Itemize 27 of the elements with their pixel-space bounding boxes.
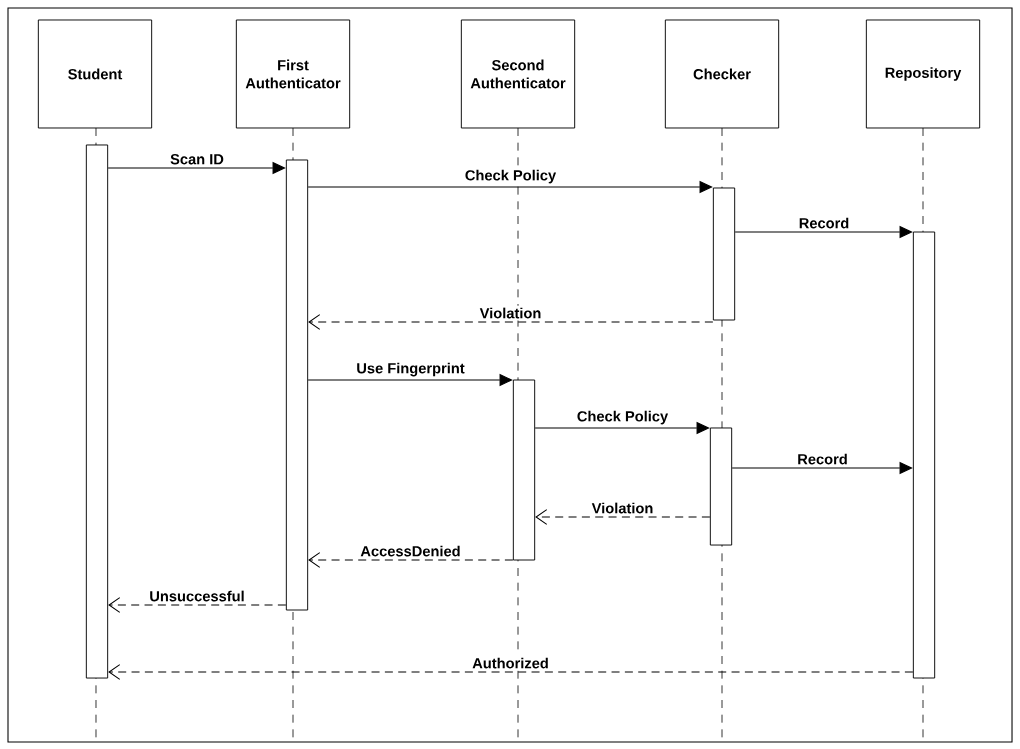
return-arrow bbox=[308, 552, 514, 568]
return-arrow bbox=[308, 314, 714, 330]
participant-box: Second Authenticator bbox=[460, 19, 576, 129]
return-arrow bbox=[108, 597, 287, 613]
participant-box: Student bbox=[37, 19, 153, 129]
edge-label: Violation bbox=[589, 500, 656, 516]
edge-label: Authorized bbox=[470, 655, 551, 671]
return-arrow bbox=[108, 664, 914, 680]
activation-bar bbox=[85, 144, 109, 679]
activation-bar bbox=[712, 187, 736, 321]
participant-box: First Authenticator bbox=[235, 19, 351, 129]
edge-label: Unsuccessful bbox=[147, 588, 247, 604]
edge-label: Check Policy bbox=[462, 167, 559, 186]
activation-bar bbox=[912, 231, 936, 679]
participant-box: Repository bbox=[865, 19, 981, 129]
edge-label: Check Policy bbox=[574, 408, 671, 427]
edge-label: AccessDenied bbox=[358, 543, 463, 559]
activation-bar bbox=[709, 427, 733, 546]
activation-bar bbox=[512, 379, 536, 561]
return-arrow bbox=[535, 509, 711, 525]
edge-label: Record bbox=[795, 451, 850, 467]
edge-label: Record bbox=[796, 215, 852, 231]
edge-label: Violation bbox=[477, 305, 544, 321]
edge-label: Use Fingerprint bbox=[354, 360, 467, 379]
edge-label: Scan ID bbox=[168, 152, 226, 167]
activation-bar bbox=[285, 159, 309, 611]
participant-box: Checker bbox=[664, 19, 780, 129]
